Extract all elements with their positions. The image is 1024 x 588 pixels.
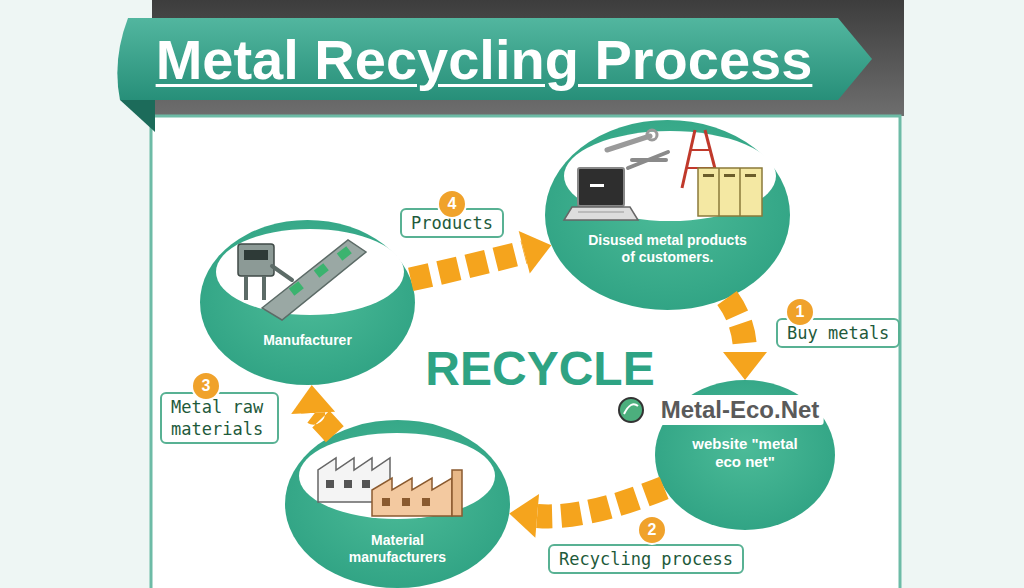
flow-band (537, 488, 664, 517)
arrow-head (519, 231, 552, 274)
step-label: Metal raw materials (160, 392, 279, 444)
content-panel (151, 116, 900, 588)
flow-arrow (291, 385, 335, 434)
material-factory-illustration (299, 433, 495, 519)
circle-fill (655, 380, 835, 530)
circle-fill (285, 420, 510, 588)
circle-fill (545, 120, 790, 310)
arrow-head (723, 352, 767, 380)
callout-number: 2 (637, 515, 667, 545)
title-ribbon (117, 18, 872, 100)
arrow-head (509, 494, 539, 538)
circle-label: Disused metal products of customers. (582, 232, 754, 266)
step-label: Recycling process (548, 544, 744, 574)
callout-number: 4 (437, 189, 467, 219)
center-word: RECYCLE (425, 341, 654, 396)
flow-arrow (411, 231, 552, 279)
circle-label: Manufacturer (223, 332, 393, 349)
circle-label: website "metal eco net" (680, 435, 810, 471)
arrow-head (291, 385, 335, 414)
callout-number: 3 (191, 371, 221, 401)
circle-fill (200, 220, 415, 385)
logo-icon (619, 398, 643, 422)
circle-label: Material manufacturers (323, 532, 473, 566)
callout-number: 1 (785, 297, 815, 327)
ribbon-fold (120, 100, 155, 132)
flow-band (313, 413, 335, 435)
flow-arrow (723, 298, 767, 380)
flow-band (411, 252, 525, 279)
flow-band (727, 298, 745, 352)
diagram-title: Metal Recycling Process (128, 18, 840, 100)
site-logo: Metal-Eco.Net (657, 395, 824, 425)
